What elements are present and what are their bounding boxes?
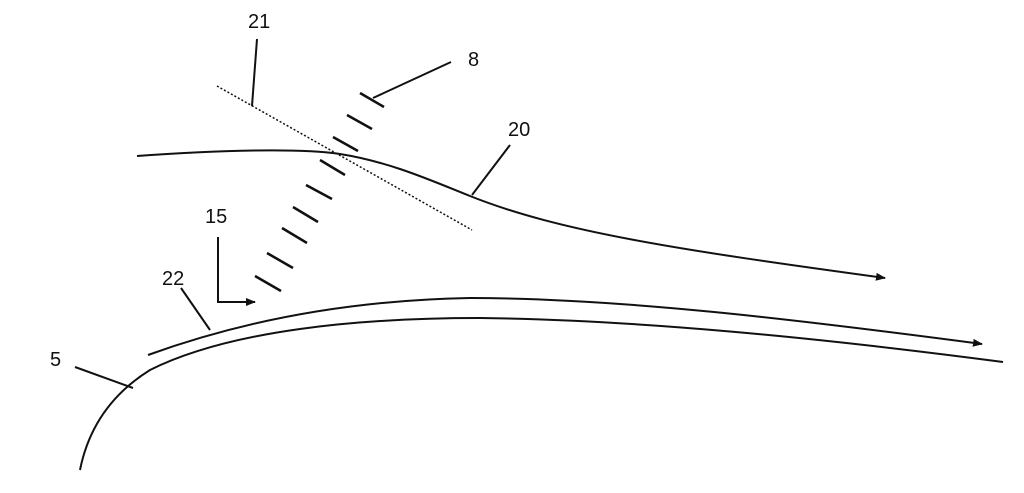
surface-flow-line bbox=[147, 296, 983, 356]
label-5: 5 bbox=[50, 349, 61, 371]
label-20: 20 bbox=[508, 119, 530, 141]
leader-20 bbox=[471, 144, 511, 196]
label-8: 8 bbox=[468, 49, 479, 71]
airfoil-surface bbox=[79, 316, 1004, 471]
dotted-reference-line bbox=[216, 85, 473, 231]
leader-8 bbox=[372, 61, 452, 99]
dash-row bbox=[254, 91, 385, 293]
leader-5 bbox=[74, 366, 134, 389]
label-21: 21 bbox=[248, 11, 270, 33]
arrow-15 bbox=[217, 237, 256, 306]
label-22: 22 bbox=[162, 268, 184, 290]
upper-flow-line bbox=[136, 149, 886, 281]
label-15: 15 bbox=[205, 206, 227, 228]
leader-21 bbox=[251, 38, 258, 107]
leader-22 bbox=[180, 287, 211, 331]
